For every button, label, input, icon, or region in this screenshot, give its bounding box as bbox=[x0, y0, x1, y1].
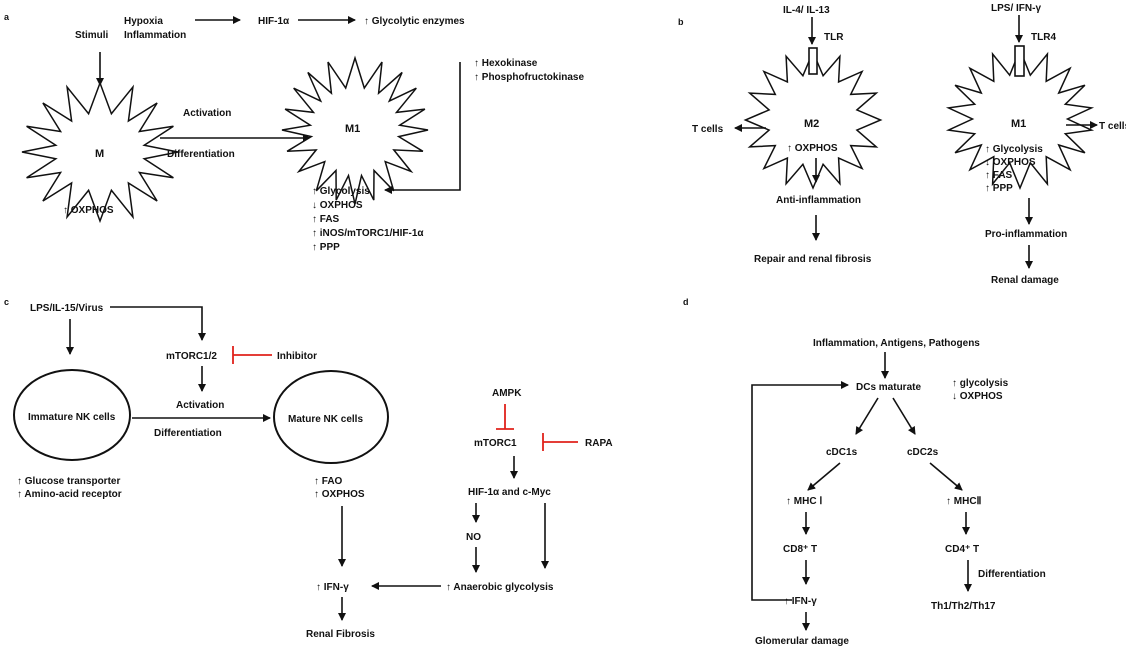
b-m1-glycolysis: ↑ Glycolysis bbox=[985, 144, 1043, 155]
cd8-label: CD8⁺ T bbox=[783, 544, 817, 555]
b-m1-oxphos: ↓ OXPHOS bbox=[985, 157, 1036, 168]
panel-c-letter: c bbox=[4, 297, 9, 307]
cdc1-to-mhc1-arrow bbox=[807, 462, 841, 491]
panel-a-letter: a bbox=[4, 12, 10, 22]
pfk-label: ↑ Phosphofructokinase bbox=[474, 72, 584, 83]
d-ifn-label: ↑ IFN-γ bbox=[784, 596, 817, 607]
no-label: NO bbox=[466, 532, 481, 543]
dcs-to-cdc2-arrow bbox=[892, 397, 916, 435]
b-m1-cell-label: M1 bbox=[1011, 118, 1026, 130]
lps-ifn-label: LPS/ IFN-γ bbox=[991, 3, 1041, 14]
b-m1-ppp: ↑ PPP bbox=[985, 183, 1013, 194]
m1-cell-star bbox=[281, 55, 429, 205]
pro-inflammation-label: Pro-inflammation bbox=[985, 229, 1067, 240]
inhibitor-label: Inhibitor bbox=[277, 351, 317, 362]
panel-d: d Inflammation, Antigens, Pathogens DCs … bbox=[683, 297, 1046, 647]
m1-oxphos: ↓ OXPHOS bbox=[312, 200, 363, 211]
ampk-label: AMPK bbox=[492, 388, 522, 399]
enzymes-to-m1-arrow bbox=[384, 62, 461, 194]
differentiation-label: Differentiation bbox=[167, 149, 235, 160]
mature-nk-cell bbox=[273, 370, 389, 464]
glomerular-damage-label: Glomerular damage bbox=[755, 636, 849, 647]
inflammation-label: Inflammation bbox=[124, 30, 186, 41]
lps-il15-label: LPS/IL-15/Virus bbox=[30, 303, 104, 314]
activation-label: Activation bbox=[183, 108, 231, 119]
c-differentiation-label: Differentiation bbox=[154, 428, 222, 439]
cd4-label: CD4⁺ T bbox=[945, 544, 979, 555]
b-m1-cell-star bbox=[945, 48, 1095, 190]
m-cell-star bbox=[21, 80, 179, 224]
cdc1s-label: cDC1s bbox=[826, 447, 858, 458]
hif-myc-label: HIF-1α and c-Myc bbox=[468, 487, 551, 498]
inflammation-antigens-label: Inflammation, Antigens, Pathogens bbox=[813, 338, 980, 349]
m1-cell-label: M1 bbox=[345, 123, 360, 135]
dcs-to-cdc1-arrow bbox=[855, 397, 879, 435]
tlr-receptor-icon bbox=[808, 47, 818, 75]
t-cells-right: T cells bbox=[1099, 121, 1126, 132]
repair-label: Repair and renal fibrosis bbox=[754, 254, 872, 265]
tlr-label: TLR bbox=[824, 32, 844, 43]
m1-ppp: ↑ PPP bbox=[312, 242, 340, 253]
mtorc12-label: mTORC1/2 bbox=[166, 351, 217, 362]
mtorc1-label: mTORC1 bbox=[474, 438, 517, 449]
immature-nk-cell bbox=[13, 369, 131, 461]
m2-cell-label: M2 bbox=[804, 118, 819, 130]
hypoxia-label: Hypoxia bbox=[124, 16, 163, 27]
m1-glycolysis: ↑ Glycolysis bbox=[312, 186, 370, 197]
cdc2-to-mhc2-arrow bbox=[929, 462, 963, 491]
fao-label: ↑ FAO bbox=[314, 476, 343, 487]
m1-fas: ↑ FAS bbox=[312, 214, 340, 225]
mhc1-label: ↑ MHC Ⅰ bbox=[786, 496, 822, 507]
panel-c: c LPS/IL-15/Virus mTORC1/2 Inhibitor Imm… bbox=[4, 297, 613, 640]
mature-oxphos-label: ↑ OXPHOS bbox=[314, 489, 365, 500]
tlr4-receptor-icon bbox=[1014, 45, 1025, 77]
tlr4-label: TLR4 bbox=[1031, 32, 1056, 43]
hexokinase-label: ↑ Hexokinase bbox=[474, 58, 538, 69]
panel-b: b IL-4/ IL-13 TLR M2 T cells ↑ OXPHOS An… bbox=[678, 3, 1126, 286]
glycolytic-enzymes-label: ↑ Glycolytic enzymes bbox=[364, 16, 465, 27]
mhc2-label: ↑ MHCⅡ bbox=[946, 496, 982, 507]
hif-label: HIF-1α bbox=[258, 16, 290, 27]
c-activation-label: Activation bbox=[176, 400, 224, 411]
panel-d-letter: d bbox=[683, 297, 689, 307]
m-cell-label: M bbox=[95, 148, 104, 160]
anaerobic-label: ↑ Anaerobic glycolysis bbox=[446, 582, 554, 593]
th-label: Th1/Th2/Th17 bbox=[931, 601, 996, 612]
dcs-glycolysis-label: ↑ glycolysis bbox=[952, 378, 1009, 389]
lps-to-mtorc-arrow bbox=[110, 306, 206, 341]
cdc2s-label: cDC2s bbox=[907, 447, 939, 458]
dcs-maturate-label: DCs maturate bbox=[856, 382, 921, 393]
renal-fibrosis-label: Renal Fibrosis bbox=[306, 629, 375, 640]
panel-a: a Hypoxia Inflammation Stimuli HIF-1α ↑ … bbox=[4, 12, 584, 253]
stimuli-label: Stimuli bbox=[75, 30, 109, 41]
mature-nk-label: Mature NK cells bbox=[288, 414, 363, 425]
dcs-oxphos-label: ↓ OXPHOS bbox=[952, 391, 1003, 402]
rapa-label: RAPA bbox=[585, 438, 613, 449]
m2-cell-star bbox=[743, 50, 883, 190]
m1-inos: ↑ iNOS/mTORC1/HIF-1α bbox=[312, 228, 424, 239]
anti-inflammation-label: Anti-inflammation bbox=[776, 195, 861, 206]
glucose-transporter-label: ↑ Glucose transporter bbox=[17, 476, 120, 487]
m2-oxphos-label: ↑ OXPHOS bbox=[787, 143, 838, 154]
immature-nk-label: Immature NK cells bbox=[28, 412, 116, 423]
il-label: IL-4/ IL-13 bbox=[783, 5, 830, 16]
panel-b-letter: b bbox=[678, 17, 684, 27]
t-cells-left: T cells bbox=[692, 124, 724, 135]
b-m1-fas: ↑ FAS bbox=[985, 170, 1013, 181]
renal-damage-label: Renal damage bbox=[991, 275, 1059, 286]
ifn-feedback-arrow bbox=[751, 381, 849, 601]
m-oxphos-label: ↑ OXPHOS bbox=[63, 205, 114, 216]
d-differentiation-label: Differentiation bbox=[978, 569, 1046, 580]
c-ifn-label: ↑ IFN-γ bbox=[316, 582, 349, 593]
amino-acid-label: ↑ Amino-acid receptor bbox=[17, 489, 122, 500]
